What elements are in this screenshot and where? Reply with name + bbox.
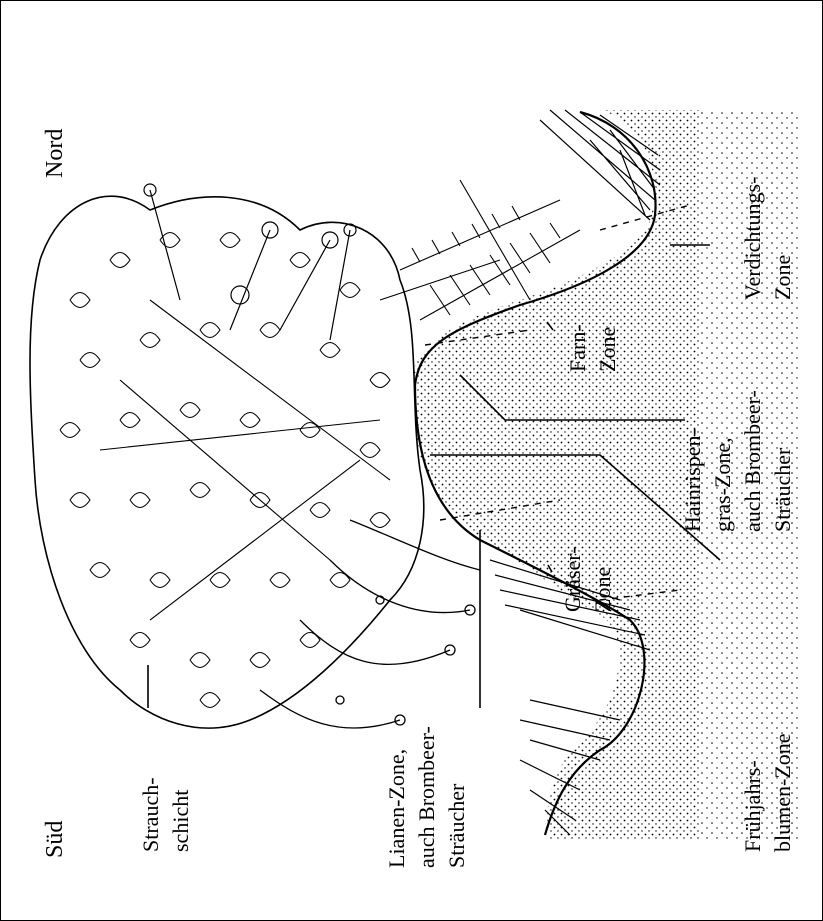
lianen-line2: auch Brombeer- (414, 726, 439, 868)
shrub-foliage (30, 196, 424, 728)
soil-mound (410, 110, 700, 840)
strauchschicht-line2: schicht (168, 790, 193, 852)
fruehjahrsblumen-line1: Frühjahrs- (740, 760, 765, 852)
svg-text:Strauch- schicht: Strauch- schicht (138, 772, 193, 852)
label-strauchschicht: Strauch- schicht (138, 772, 193, 852)
graeser-line2: Zone (590, 567, 615, 612)
north-text: Nord (42, 129, 68, 178)
svg-text:Lianen-Zone, auch Brombe: Lianen-Zone, auch Brombeer- Sträucher (384, 721, 469, 868)
farn-line2: Zone (595, 327, 620, 372)
south-text: Süd (42, 821, 68, 858)
strauchschicht-line1: Strauch- (138, 777, 163, 852)
fruehjahrsblumen-line2: blumen-Zone (770, 733, 795, 852)
hainrispengras-line4: Sträucher (770, 447, 795, 532)
verdichtung-line2: Zone (770, 255, 795, 300)
south-label: Süd (42, 821, 68, 858)
lianen-line1: Lianen-Zone, (384, 749, 409, 868)
graeser-line1: Gräser- (560, 546, 585, 612)
lianen-line3: Sträucher (444, 783, 469, 868)
label-lianen-zone: Lianen-Zone, auch Brombeer- Sträucher (384, 721, 469, 868)
farn-line1: Farn- (565, 324, 590, 372)
hainrispengras-line3: auch Brombeer- (740, 390, 765, 532)
hainrispengras-line2: gras-Zone, (710, 437, 735, 532)
hainrispengras-line1: Hainrispen- (680, 428, 705, 532)
verdichtung-line1: Verdichtungs- (740, 177, 765, 300)
north-label: Nord (42, 129, 68, 178)
